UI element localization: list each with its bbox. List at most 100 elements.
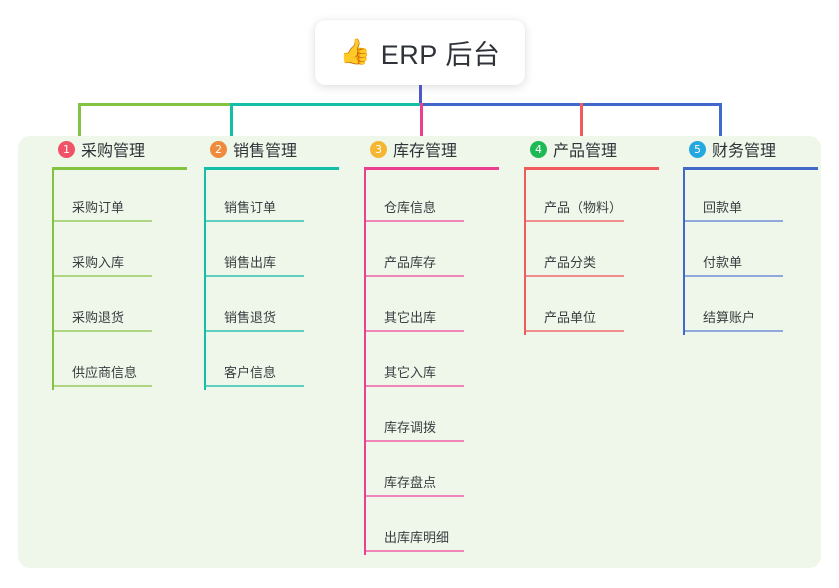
drop-sales <box>230 103 233 149</box>
branch-underline <box>204 167 339 170</box>
branch-item-rule <box>526 275 624 277</box>
branch-item-rule <box>366 495 464 497</box>
branch-number-badge: 3 <box>370 140 387 158</box>
branch-item-list: 采购订单采购入库采购退货供应商信息 <box>52 170 200 390</box>
branch-spine-line <box>524 170 526 335</box>
root-title: ERP 后台 <box>380 40 501 70</box>
branch-item-rule <box>206 220 304 222</box>
branch-item-label: 其它出库 <box>384 310 437 325</box>
branch-item[interactable]: 销售订单 <box>204 170 352 225</box>
branch-header-1[interactable]: 1 采购管理 <box>40 136 200 162</box>
branch-item-rule <box>366 440 464 442</box>
branch-item[interactable]: 采购退货 <box>52 280 200 335</box>
branch-item[interactable]: 其它出库 <box>364 280 512 335</box>
segment-blue <box>420 103 721 106</box>
branch-item[interactable]: 结算账户 <box>683 280 831 335</box>
branch-item-label: 客户信息 <box>224 365 277 380</box>
branch-title: 库存管理 <box>393 143 458 160</box>
branch-item[interactable]: 付款单 <box>683 225 831 280</box>
branch-item-rule <box>685 275 783 277</box>
branch-item[interactable]: 库存盘点 <box>364 445 512 500</box>
branch-item-rule <box>54 330 152 332</box>
root-node[interactable]: 👍 ERP 后台 <box>315 20 525 85</box>
branch-item[interactable]: 回款单 <box>683 170 831 225</box>
branch-item[interactable]: 采购订单 <box>52 170 200 225</box>
branch-item-label: 供应商信息 <box>72 365 138 380</box>
branch-item-label: 库存盘点 <box>384 475 437 490</box>
branch-item-rule <box>206 385 304 387</box>
branch-spine-line <box>204 170 206 390</box>
branch-item-rule <box>54 220 152 222</box>
branch-header-4[interactable]: 4 产品管理 <box>512 136 672 162</box>
segment-green <box>78 103 230 106</box>
branch-item[interactable]: 产品分类 <box>524 225 672 280</box>
branch-item-label: 销售出库 <box>224 255 277 270</box>
branch-item-rule <box>526 220 624 222</box>
branch-item-label: 销售退货 <box>224 310 277 325</box>
branch-title: 财务管理 <box>712 143 777 160</box>
branch-item[interactable]: 客户信息 <box>204 335 352 390</box>
segment-teal <box>230 103 420 106</box>
branch-item[interactable]: 出库库明细 <box>364 500 512 555</box>
branch-item-rule <box>54 275 152 277</box>
branch-item-rule <box>685 220 783 222</box>
branch-underline <box>524 167 659 170</box>
branch-item-list: 产品（物料） 产品分类产品单位 <box>524 170 672 335</box>
branch-item-label: 产品（物料） <box>544 200 623 215</box>
branch-item[interactable]: 产品（物料） <box>524 170 672 225</box>
branch-item[interactable]: 其它入库 <box>364 335 512 390</box>
branch-column-3: 3 库存管理仓库信息产品库存其它出库其它入库库存调拨库存盘点出库库明细 <box>352 136 512 555</box>
drop-inventory <box>420 103 423 149</box>
branch-item-rule <box>54 385 152 387</box>
branch-item-label: 仓库信息 <box>384 200 437 215</box>
branch-column-5: 5 财务管理回款单付款单结算账户 <box>671 136 831 335</box>
branch-item-rule <box>685 330 783 332</box>
branch-header-3[interactable]: 3 库存管理 <box>352 136 512 162</box>
branch-item[interactable]: 产品单位 <box>524 280 672 335</box>
branch-number-badge: 1 <box>58 140 75 158</box>
branch-item-label: 其它入库 <box>384 365 437 380</box>
branch-item-label: 产品分类 <box>544 255 597 270</box>
branch-column-4: 4 产品管理产品（物料） 产品分类产品单位 <box>512 136 672 335</box>
branch-item[interactable]: 仓库信息 <box>364 170 512 225</box>
branch-item[interactable]: 库存调拨 <box>364 390 512 445</box>
branch-item-rule <box>366 275 464 277</box>
branch-item-rule <box>206 275 304 277</box>
branch-item[interactable]: 销售退货 <box>204 280 352 335</box>
drop-purchase <box>78 103 81 149</box>
branch-item[interactable]: 采购入库 <box>52 225 200 280</box>
branch-item-rule <box>366 385 464 387</box>
branch-item[interactable]: 销售出库 <box>204 225 352 280</box>
branch-item[interactable]: 供应商信息 <box>52 335 200 390</box>
branch-item-label: 采购订单 <box>72 200 125 215</box>
branch-item-label: 回款单 <box>703 200 743 215</box>
branch-item-label: 库存调拨 <box>384 420 437 435</box>
thumbs-up-icon: 👍 <box>339 38 371 66</box>
branch-header-5[interactable]: 5 财务管理 <box>671 136 831 162</box>
branch-spine-line <box>52 170 54 390</box>
branch-number-badge: 4 <box>530 140 547 158</box>
branch-item-label: 采购退货 <box>72 310 125 325</box>
branch-column-1: 1 采购管理采购订单采购入库采购退货供应商信息 <box>40 136 200 390</box>
branch-number-badge: 5 <box>689 140 706 158</box>
branch-item-rule <box>366 550 464 552</box>
branch-item-rule <box>206 330 304 332</box>
branch-item-list: 回款单付款单结算账户 <box>683 170 831 335</box>
branch-item-rule <box>366 330 464 332</box>
branch-item[interactable]: 产品库存 <box>364 225 512 280</box>
branch-item-label: 销售订单 <box>224 200 277 215</box>
branch-item-label: 结算账户 <box>703 310 756 325</box>
branch-number-badge: 2 <box>210 140 227 158</box>
branch-item-label: 出库库明细 <box>384 530 450 545</box>
branch-item-label: 产品库存 <box>384 255 437 270</box>
branch-title: 采购管理 <box>81 143 146 160</box>
branch-title: 产品管理 <box>553 143 618 160</box>
branch-item-list: 销售订单销售出库销售退货客户信息 <box>204 170 352 390</box>
branch-underline <box>364 167 499 170</box>
branch-underline <box>52 167 187 170</box>
branch-item-rule <box>526 330 624 332</box>
branch-item-rule <box>366 220 464 222</box>
